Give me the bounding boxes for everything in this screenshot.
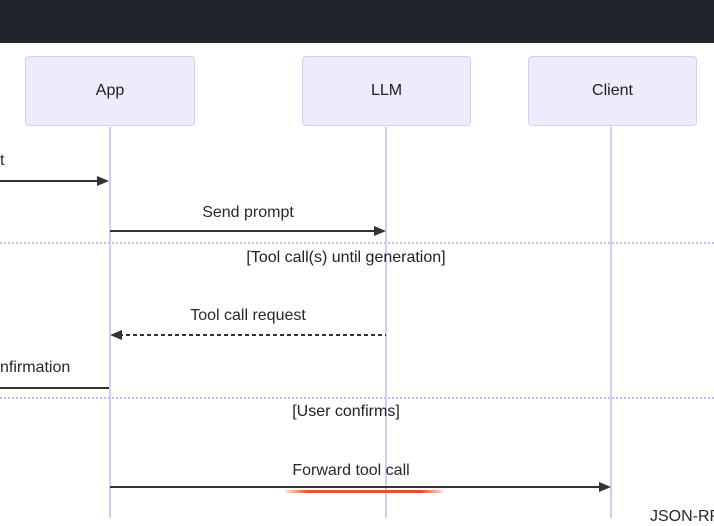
section-label-tool-loop: [Tool call(s) until generation]: [246, 249, 446, 266]
lifeline-llm: [385, 127, 387, 518]
arrowhead-right-icon: [374, 226, 386, 236]
message-label-tool-call-request: Tool call request: [190, 307, 306, 324]
message-line-forward-tool-call: [110, 486, 604, 488]
arrowhead-right-icon: [599, 482, 611, 492]
section-divider-tool-loop: [0, 242, 714, 244]
actor-box-llm: LLM: [302, 56, 471, 126]
actor-label-app: App: [95, 82, 125, 99]
actor-box-app: App: [25, 56, 195, 126]
lifeline-client: [610, 127, 612, 518]
arrowhead-left-icon: [110, 330, 122, 340]
actor-label-client: Client: [592, 82, 633, 99]
message-line-incoming-request: [0, 180, 97, 182]
actor-box-client: Client: [528, 56, 697, 126]
message-label-json-rpc-fragment: JSON-RP: [650, 508, 714, 525]
arrowhead-right-icon: [97, 176, 109, 186]
red-annotation-underline: [285, 490, 443, 493]
message-label-confirmation-fragment: nfirmation: [0, 359, 71, 376]
actor-label-llm: LLM: [370, 82, 403, 99]
message-label-forward-tool-call: Forward tool call: [292, 462, 410, 479]
message-line-send-prompt: [110, 230, 376, 232]
header-bar: [0, 0, 714, 43]
message-line-confirmation: [0, 387, 109, 389]
message-label-send-prompt: Send prompt: [202, 204, 294, 221]
lifeline-app: [109, 127, 111, 518]
section-divider-user-confirms: [0, 397, 714, 399]
message-line-tool-call-request: [112, 334, 386, 336]
section-label-user-confirms: [User confirms]: [292, 403, 400, 420]
message-label-incoming-request-fragment: t: [0, 152, 5, 169]
